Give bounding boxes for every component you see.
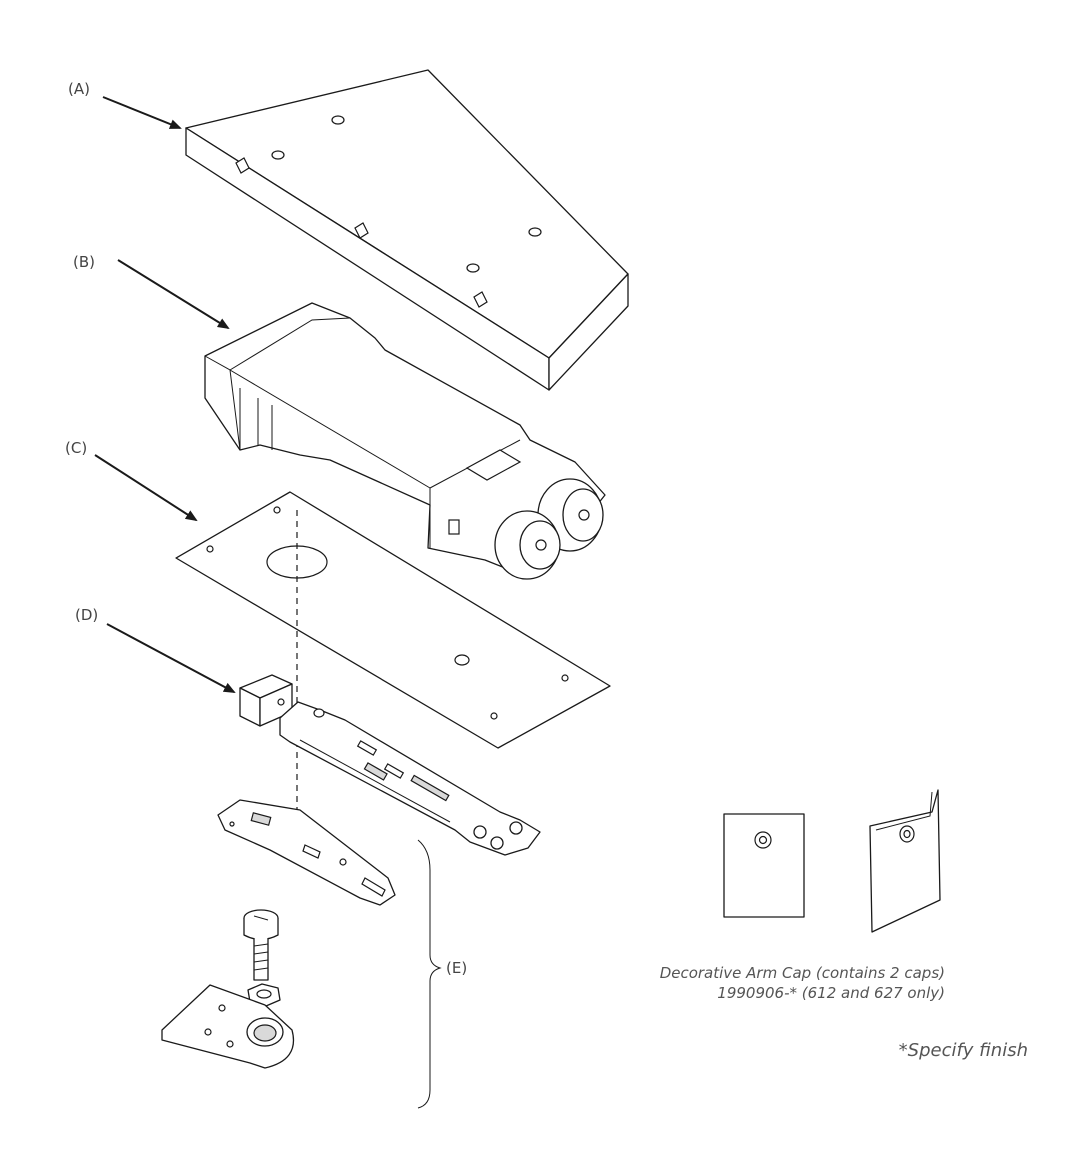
arm-cap-angled [869,789,941,933]
arrow-b [117,259,230,330]
arm-cap-caption-line2: 1990906-* (612 and 627 only) [717,984,945,1002]
label-c: (C) [65,439,88,457]
part-e-arm [279,701,541,856]
arm-cap-flat [723,813,805,918]
arrow-a [102,96,182,129]
arm-cap-caption: Decorative Arm Cap (contains 2 caps) 199… [660,963,945,1003]
arm-cap-caption-line1: Decorative Arm Cap (contains 2 caps) [659,964,945,982]
part-a-cover [185,69,629,391]
part-b-closer-body [204,302,606,580]
specify-finish-note: *Specify finish [898,1040,1028,1061]
part-e-screw [243,909,279,981]
label-a: (A) [68,80,90,98]
label-d: (D) [75,606,99,624]
part-e-lower-arm [217,799,396,906]
label-b: (B) [73,253,95,271]
part-c-plate [175,491,611,749]
label-e: (E) [446,959,468,977]
bracket-e [417,839,442,1109]
part-e-pivot-plate [161,984,294,1069]
arrow-d [106,623,236,693]
arrow-c [94,454,198,522]
